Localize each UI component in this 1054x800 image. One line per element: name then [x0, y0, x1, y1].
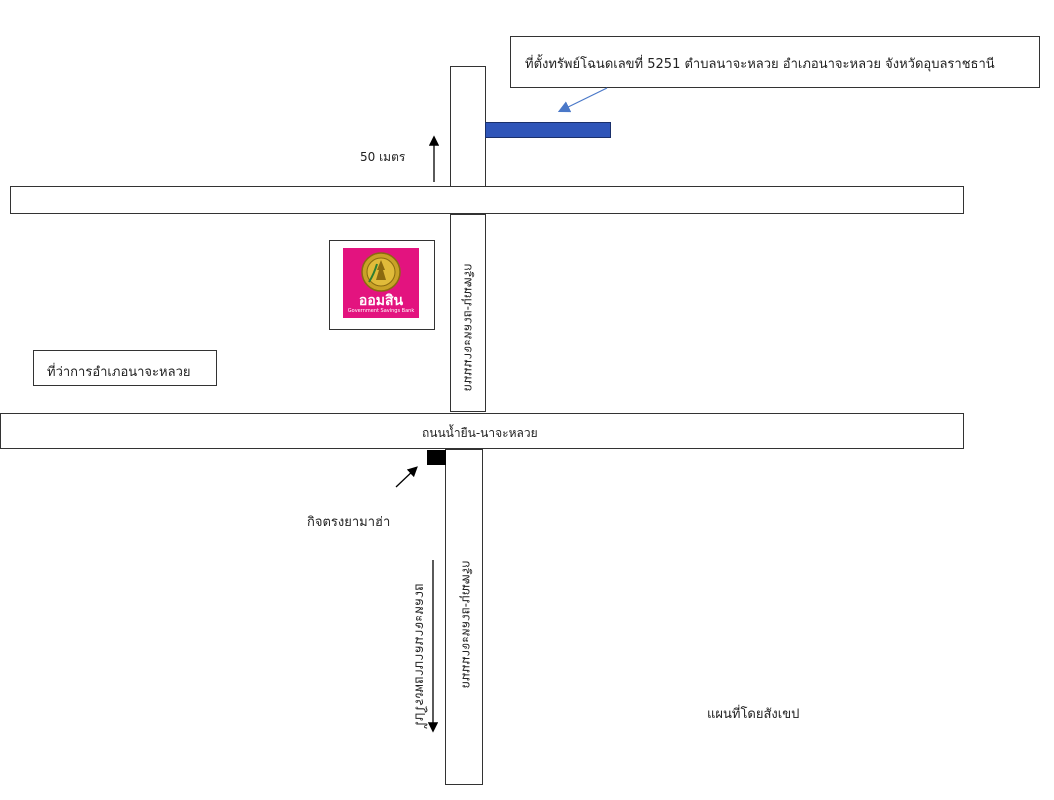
bank-logo-frame: ออมสิน Government Savings Bank — [329, 240, 435, 330]
bank-logo-subtext: Government Savings Bank — [347, 308, 415, 314]
district-office-label: ที่ว่าการอำเภอนาจะหลวย — [47, 365, 191, 380]
bank-logo: ออมสิน Government Savings Bank — [343, 248, 419, 318]
horizontal-road-upper — [10, 186, 964, 214]
map-note-label: แผนที่โดยสังเขป — [707, 707, 800, 722]
property-marker — [485, 122, 611, 138]
property-callout-box: ที่ตั้งทรัพย์โฉนดเลขที่ 5251 ตำบลนาจะหลว… — [510, 36, 1040, 88]
shop-label: กิจตรงยามาฮ่า — [307, 515, 391, 530]
bank-emblem-icon — [361, 252, 401, 292]
main-road-label: ถนนน้ำยืน-นาจะหลวย — [422, 426, 538, 440]
horizontal-road-main — [0, 413, 964, 449]
property-callout-text: ที่ตั้งทรัพย์โฉนดเลขที่ 5251 ตำบลนาจะหลว… — [525, 57, 995, 72]
callout-arrow — [557, 87, 608, 113]
vertical-road-middle — [450, 214, 486, 412]
shop-arrow-icon — [395, 466, 418, 488]
vertical-road-top — [450, 66, 486, 188]
shop-marker — [427, 450, 446, 465]
district-office-box: ที่ว่าการอำเภอนาจะหลวย — [33, 350, 217, 386]
bank-logo-text: ออมสิน — [358, 293, 404, 309]
distance-label: 50 เมตร — [360, 150, 406, 164]
vertical-road-bottom — [445, 449, 483, 785]
